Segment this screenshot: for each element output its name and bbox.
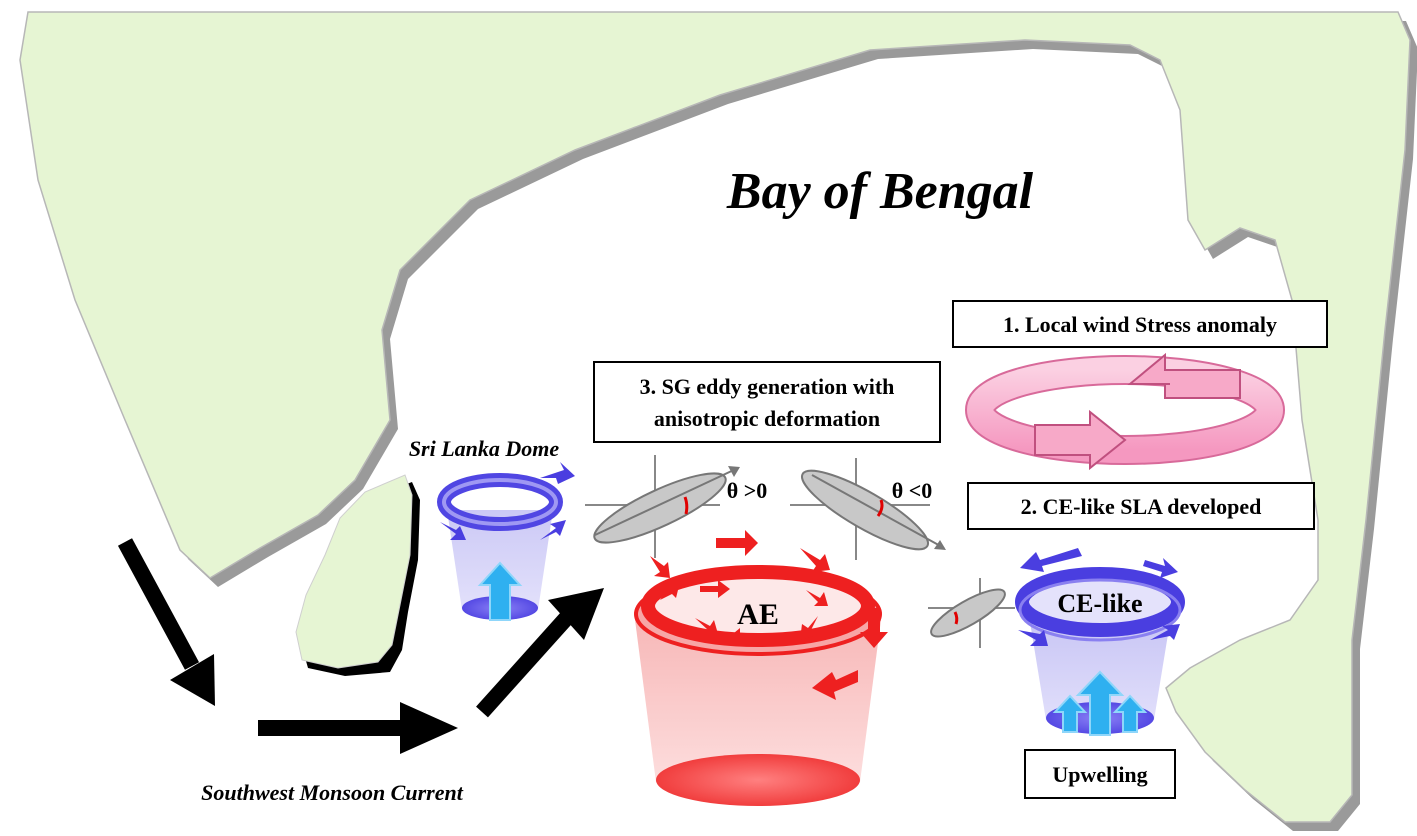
theta-positive-ellipse xyxy=(585,455,740,558)
theta-negative-ellipse xyxy=(790,458,946,560)
box-sg-eddy-line2: anisotropic deformation xyxy=(654,406,880,431)
cw-arrow-icon xyxy=(660,582,680,600)
upwelling-arrow-icon xyxy=(1052,694,1088,733)
box-local-wind: 1. Local wind Stress anomaly xyxy=(952,300,1328,348)
map-title: Bay of Bengal xyxy=(726,163,1034,220)
ccw-arrow-icon xyxy=(1143,558,1178,578)
box-local-wind-text: 1. Local wind Stress anomaly xyxy=(1003,312,1277,337)
ccw-arrow-icon xyxy=(440,522,466,540)
cyclonic-like-eddy xyxy=(1015,548,1185,736)
ce-like-label: CE-like xyxy=(1057,589,1142,618)
sri-lanka-dome-label: Sri Lanka Dome xyxy=(409,436,560,461)
sri-lanka-island xyxy=(295,474,420,676)
ae-label: AE xyxy=(737,598,779,631)
box-sg-eddy: 3. SG eddy generation with anisotropic d… xyxy=(593,361,941,443)
cw-arrow-icon xyxy=(700,580,730,598)
monsoon-current-label: Southwest Monsoon Current xyxy=(201,780,464,805)
cw-arrow-icon xyxy=(800,548,830,572)
ccw-arrow-icon xyxy=(540,520,566,540)
cw-arrow-icon xyxy=(812,670,858,700)
ccw-arrow-icon xyxy=(1018,630,1048,646)
cw-arrow-icon xyxy=(695,618,718,634)
cw-arrow-icon xyxy=(728,628,760,646)
cw-arrow-icon xyxy=(800,616,818,640)
wind-arrow-top-icon xyxy=(1127,352,1241,399)
ce-deformation-ellipse xyxy=(928,578,1015,648)
monsoon-current-arrows xyxy=(117,538,604,754)
wind-arrow-bottom-icon xyxy=(1034,409,1127,471)
upwelling-arrow-icon xyxy=(477,561,523,621)
arrow-head-icon xyxy=(728,466,740,477)
upwelling-arrow-icon xyxy=(1112,694,1148,733)
box-ce-sla: 2. CE-like SLA developed xyxy=(967,482,1315,530)
land-shape xyxy=(19,11,1411,823)
sri-lanka-dome-eddy xyxy=(437,462,575,621)
land-mass xyxy=(19,11,1417,831)
arrow-head-icon xyxy=(934,540,946,550)
cw-arrow-icon xyxy=(650,556,670,578)
arrow-head-icon xyxy=(170,654,215,706)
ccw-arrow-icon xyxy=(1150,624,1180,640)
ccw-arrow-icon xyxy=(1020,548,1082,572)
box-upwelling-text: Upwelling xyxy=(1052,762,1147,787)
box-sg-eddy-line1: 3. SG eddy generation with xyxy=(640,374,895,399)
anticyclonic-eddy xyxy=(634,530,888,806)
cw-arrow-icon xyxy=(806,590,828,606)
ccw-arrow-icon xyxy=(540,462,575,484)
cw-arrow-icon xyxy=(860,608,888,648)
arrow-head-icon xyxy=(400,702,458,754)
box-ce-sla-text: 2. CE-like SLA developed xyxy=(1021,494,1262,519)
upwelling-arrow-icon xyxy=(1075,670,1125,736)
theta-positive-label: θ >0 xyxy=(727,478,768,503)
theta-negative-label: θ <0 xyxy=(892,478,933,503)
box-upwelling: Upwelling xyxy=(1024,749,1176,799)
arrow-head-icon xyxy=(548,588,604,640)
wind-stress-ring xyxy=(965,352,1285,471)
cw-arrow-icon xyxy=(716,530,758,556)
